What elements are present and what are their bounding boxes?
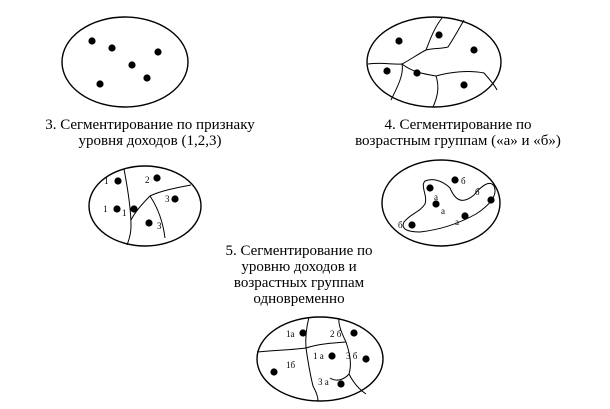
segment-label: а <box>434 192 438 202</box>
consumer-dot <box>395 37 403 45</box>
boundary-line <box>425 19 465 51</box>
consumer-dot <box>96 80 104 88</box>
market-circle <box>61 16 189 108</box>
consumer-dot <box>299 329 307 337</box>
segment-label: 3 а <box>318 377 329 387</box>
consumer-dots <box>113 174 179 227</box>
consumer-dot <box>435 31 443 39</box>
consumer-dot <box>426 184 434 192</box>
consumer-dot <box>460 81 468 89</box>
consumer-dot <box>362 355 370 363</box>
consumer-dot <box>451 176 459 184</box>
consumer-dot <box>130 205 138 213</box>
diagram-fragmented <box>366 16 502 108</box>
consumer-dot <box>108 44 116 52</box>
boundary-line <box>305 347 319 402</box>
diagram-unsegmented <box>61 16 189 108</box>
consumer-dots <box>270 329 370 388</box>
boundary-line <box>348 373 367 395</box>
combined-labels: 1а 2 б 1 а 3 б 1б 3 а <box>286 329 358 387</box>
segment-label: а <box>441 206 445 216</box>
segment-label: а <box>455 217 459 227</box>
segment-label: 1б <box>286 360 296 370</box>
caption-line: уровню доходов и <box>241 259 357 275</box>
market-circle <box>256 316 384 402</box>
consumer-dots <box>383 31 478 89</box>
segment-boundaries <box>256 316 367 402</box>
caption-line: 3. Сегментирование по признаку <box>45 117 255 133</box>
consumer-dot <box>461 212 469 220</box>
caption-income-segmentation: 3. Сегментирование по признаку уровня до… <box>0 117 300 149</box>
consumer-dot <box>153 174 161 182</box>
consumer-dot <box>145 219 153 227</box>
segment-label: 1 <box>122 208 127 218</box>
boundary-line <box>305 316 310 349</box>
caption-line: 4. Сегментирование по <box>384 117 532 133</box>
caption-age-segmentation: 4. Сегментирование по возрастным группам… <box>318 117 598 149</box>
consumer-dot <box>413 69 421 77</box>
consumer-dot <box>432 200 440 208</box>
boundary-line <box>401 63 439 108</box>
diagram-age-segments: а а б б б а <box>381 159 501 247</box>
boundary-line <box>338 317 347 343</box>
consumer-dot <box>487 196 495 204</box>
market-circle <box>88 165 202 247</box>
income-labels: 1 1 1 2 3 3 <box>103 175 170 231</box>
consumer-dot <box>383 67 391 75</box>
diagram-combined-segments: 1а 2 б 1 а 3 б 1б 3 а <box>256 316 384 402</box>
consumer-dot <box>328 352 336 360</box>
market-circle <box>366 16 502 108</box>
caption-line: возрастных группам <box>233 275 365 291</box>
consumer-dot <box>408 221 416 229</box>
segment-label: 1 <box>104 176 109 186</box>
caption-line: возрастным группам («а» и «б») <box>355 133 561 149</box>
segment-label: б <box>475 187 480 197</box>
segment-label: б <box>461 176 466 186</box>
consumer-dots <box>88 37 162 88</box>
boundary-line <box>401 17 443 65</box>
caption-line: 5. Сегментирование по <box>225 243 373 259</box>
consumer-dots <box>408 176 495 229</box>
caption-line: одновременно <box>253 291 345 307</box>
segment-label: б <box>398 220 403 230</box>
boundary-line <box>305 341 347 349</box>
segment-label: 2 б <box>330 329 342 339</box>
consumer-dot <box>337 380 345 388</box>
caption-line: уровня доходов (1,2,3) <box>78 133 222 149</box>
segment-boundaries <box>367 17 498 108</box>
segment-label: 1а <box>286 329 295 339</box>
diagram-income-segments: 1 1 1 2 3 3 <box>88 165 202 247</box>
consumer-dot <box>470 46 478 54</box>
boundary-line <box>256 347 307 353</box>
age-labels: а а б б б а <box>398 176 480 230</box>
consumer-dot <box>154 48 162 56</box>
boundary-line <box>149 195 166 239</box>
age-group-boundary <box>402 179 496 233</box>
consumer-dot <box>143 74 151 82</box>
consumer-dot <box>350 329 358 337</box>
segment-label: 3 <box>157 221 162 231</box>
consumer-dot <box>171 195 179 203</box>
segment-label: 2 <box>145 175 150 185</box>
caption-combined-segmentation: 5. Сегментирование по уровню доходов и в… <box>184 243 414 307</box>
boundary-line <box>435 71 498 91</box>
consumer-dot <box>88 37 96 45</box>
market-circle <box>381 159 501 247</box>
segment-label: 1 а <box>313 351 324 361</box>
consumer-dot <box>270 368 278 376</box>
segment-label: 1 <box>103 204 108 214</box>
consumer-dot <box>113 205 121 213</box>
boundary-line <box>123 168 132 246</box>
boundary-line <box>329 341 351 381</box>
consumer-dot <box>128 61 136 69</box>
segment-boundaries <box>123 168 192 246</box>
segment-label: 3 б <box>346 351 358 361</box>
segment-label: 3 <box>165 194 170 204</box>
consumer-dot <box>114 177 122 185</box>
boundary-line <box>130 184 192 221</box>
